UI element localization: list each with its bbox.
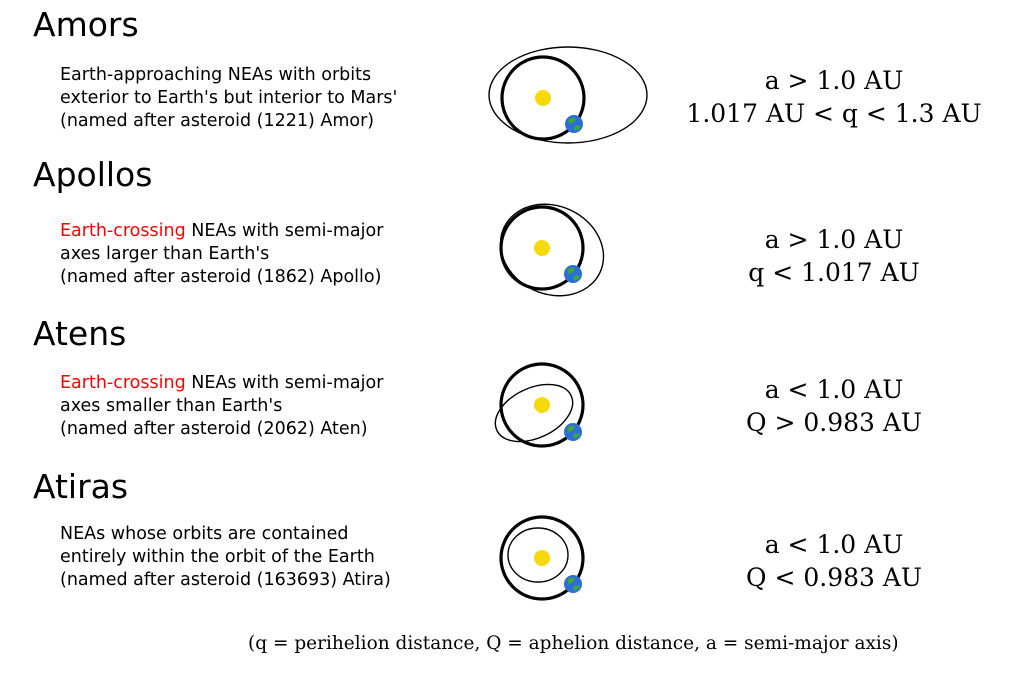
earth-orbit	[499, 362, 585, 448]
description-line: axes larger than Earth's	[60, 243, 383, 266]
line-text: axes larger than Earth's	[60, 244, 270, 264]
sun-icon	[534, 397, 550, 413]
section-description-atens: Earth-crossing NEAs with semi-major axes…	[60, 372, 383, 441]
description-line: Earth-crossing NEAs with semi-major	[60, 220, 383, 243]
formula-line: a > 1.0 AU	[764, 66, 904, 95]
section-heading-atens: Atens	[33, 314, 127, 353]
line-text: NEAs with semi-major	[185, 221, 384, 241]
highlight-text: Earth-crossing	[60, 221, 186, 241]
line-text: NEAs with semi-major	[185, 373, 384, 393]
description-line: (named after asteroid (2062) Aten)	[60, 418, 383, 441]
orbit-diagram-atiras	[499, 515, 585, 601]
formula-line: 1.017 AU < q < 1.3 AU	[686, 99, 982, 128]
description-line: (named after asteroid (1862) Apollo)	[60, 266, 383, 289]
line-text: NEAs whose orbits are contained	[60, 524, 349, 544]
line-text: (named after asteroid (163693) Atira)	[60, 570, 391, 590]
formula-atens: a < 1.0 AU Q > 0.983 AU	[654, 373, 1014, 439]
orbit-diagram-atens	[494, 362, 585, 448]
sun-icon	[534, 550, 550, 566]
orbit-diagram-amors	[488, 46, 648, 144]
formula-apollos: a > 1.0 AU q < 1.017 AU	[654, 223, 1014, 289]
line-text: entirely within the orbit of the Earth	[60, 547, 375, 567]
formula-atiras: a < 1.0 AU Q < 0.983 AU	[654, 528, 1014, 594]
asteroid-orbit	[507, 527, 569, 583]
section-heading-amors: Amors	[33, 5, 139, 44]
orbit-diagram-apollos	[499, 203, 605, 297]
description-line: entirely within the orbit of the Earth	[60, 546, 391, 569]
line-text: (named after asteroid (1221) Amor)	[60, 111, 375, 131]
formula-line: a > 1.0 AU	[764, 225, 904, 254]
description-line: exterior to Earth's but interior to Mars…	[60, 87, 397, 110]
section-description-amors: Earth-approaching NEAs with orbits exter…	[60, 64, 397, 133]
formula-line: Q > 0.983 AU	[746, 408, 922, 437]
formula-line: Q < 0.983 AU	[746, 563, 922, 592]
formula-line: a < 1.0 AU	[764, 375, 904, 404]
footnote: (q = perihelion distance, Q = aphelion d…	[248, 633, 899, 654]
formula-amors: a > 1.0 AU 1.017 AU < q < 1.3 AU	[654, 64, 1014, 130]
line-text: axes smaller than Earth's	[60, 396, 283, 416]
description-line: NEAs whose orbits are contained	[60, 523, 391, 546]
section-description-apollos: Earth-crossing NEAs with semi-major axes…	[60, 220, 383, 289]
formula-line: a < 1.0 AU	[764, 530, 904, 559]
section-heading-apollos: Apollos	[33, 155, 153, 194]
section-heading-atiras: Atiras	[33, 467, 129, 506]
earth-orbit	[500, 55, 586, 141]
section-description-atiras: NEAs whose orbits are contained entirely…	[60, 523, 391, 592]
earth-icon	[564, 265, 582, 283]
description-line: axes smaller than Earth's	[60, 395, 383, 418]
asteroid-orbit	[488, 46, 648, 144]
asteroid-orbit	[499, 203, 605, 297]
description-line: Earth-approaching NEAs with orbits	[60, 64, 397, 87]
earth-orbit	[499, 515, 585, 601]
sun-icon	[535, 90, 551, 106]
description-line: Earth-crossing NEAs with semi-major	[60, 372, 383, 395]
asteroid-orbit	[494, 383, 574, 443]
highlight-text: Earth-crossing	[60, 373, 186, 393]
earth-icon	[564, 423, 582, 441]
earth-orbit	[499, 205, 585, 291]
description-line: (named after asteroid (1221) Amor)	[60, 110, 397, 133]
earth-icon	[565, 115, 583, 133]
description-line: (named after asteroid (163693) Atira)	[60, 569, 391, 592]
line-text: (named after asteroid (2062) Aten)	[60, 419, 368, 439]
line-text: Earth-approaching NEAs with orbits	[60, 65, 372, 85]
earth-icon	[564, 575, 582, 593]
line-text: exterior to Earth's but interior to Mars…	[60, 88, 398, 108]
sun-icon	[534, 240, 550, 256]
formula-line: q < 1.017 AU	[748, 258, 920, 287]
line-text: (named after asteroid (1862) Apollo)	[60, 267, 382, 287]
